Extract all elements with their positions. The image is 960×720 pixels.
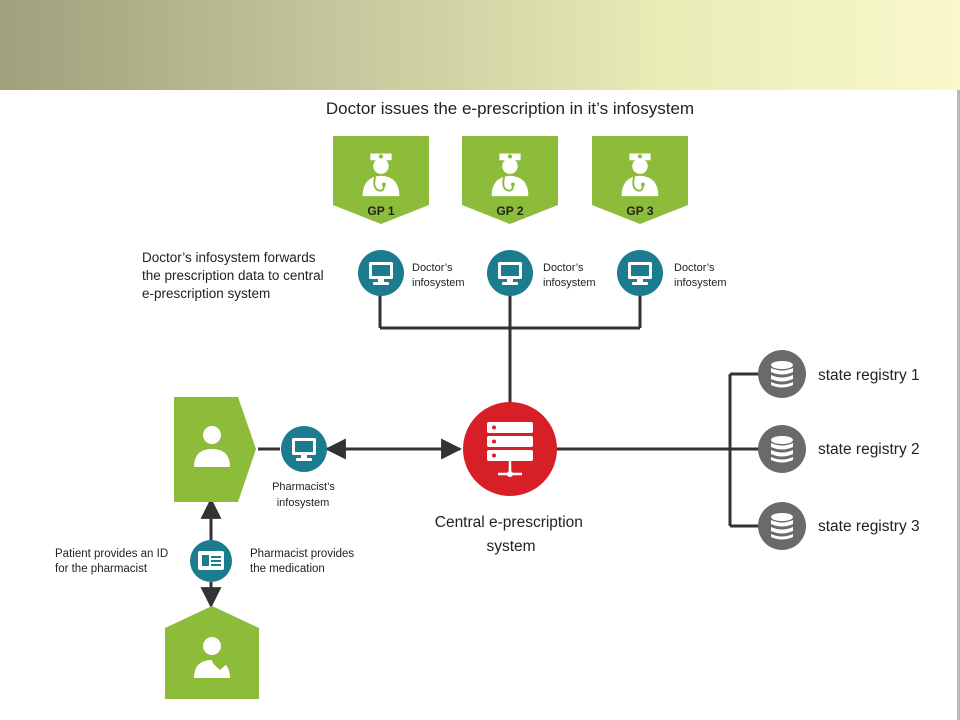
doctor-infosystem-2: Doctor’s infosystem — [487, 250, 596, 296]
patient-badge — [165, 606, 259, 699]
diagram-title: Doctor issues the e-prescription in it’s… — [326, 99, 694, 118]
state-registry-1: state registry 1 — [758, 350, 920, 398]
state-registry-3: state registry 3 — [758, 502, 920, 550]
patient-note: Patient provides an ID for the pharmacis… — [55, 548, 171, 575]
gp-label: GP 1 — [367, 204, 394, 218]
id-card-icon — [198, 551, 224, 570]
doctor-infosystem-1: Doctor’s infosystem — [358, 250, 465, 296]
forward-note: Doctor’s infosystem forwards the prescri… — [142, 250, 327, 301]
pharmacist-note: Pharmacist provides the medication — [250, 548, 357, 575]
gp-label: GP 2 — [496, 204, 523, 218]
central-e-prescription-system: Central e-prescription system — [435, 402, 588, 555]
infosystem-label: Doctor’s infosystem — [674, 262, 727, 289]
header-band — [0, 0, 960, 90]
pharmacist-infosystem-label: Pharmacist’s infosystem — [272, 481, 338, 509]
gp-badge-1: GP 1 — [333, 136, 429, 224]
doctor-infosystem-3: Doctor’s infosystem — [617, 250, 727, 296]
registry-label: state registry 2 — [818, 441, 920, 458]
heart-icon — [212, 655, 228, 670]
registry-label: state registry 3 — [818, 518, 920, 535]
pharmacist-badge — [174, 397, 256, 502]
central-label: Central e-prescription system — [435, 514, 588, 555]
server-icon — [487, 422, 533, 477]
infosystem-label: Doctor’s infosystem — [543, 262, 596, 289]
gp-label: GP 3 — [626, 204, 653, 218]
registry-label: state registry 1 — [818, 367, 920, 384]
gp-badge-2: GP 2 — [462, 136, 558, 224]
connector-lines — [200, 295, 762, 609]
pharmacist-infosystem: Pharmacist’s infosystem — [272, 426, 338, 509]
slide-edge — [957, 90, 960, 720]
state-registry-2: state registry 2 — [758, 425, 920, 473]
infosystem-label: Doctor’s infosystem — [412, 262, 465, 289]
gp-badge-3: GP 3 — [592, 136, 688, 224]
id-card-node — [190, 540, 232, 582]
